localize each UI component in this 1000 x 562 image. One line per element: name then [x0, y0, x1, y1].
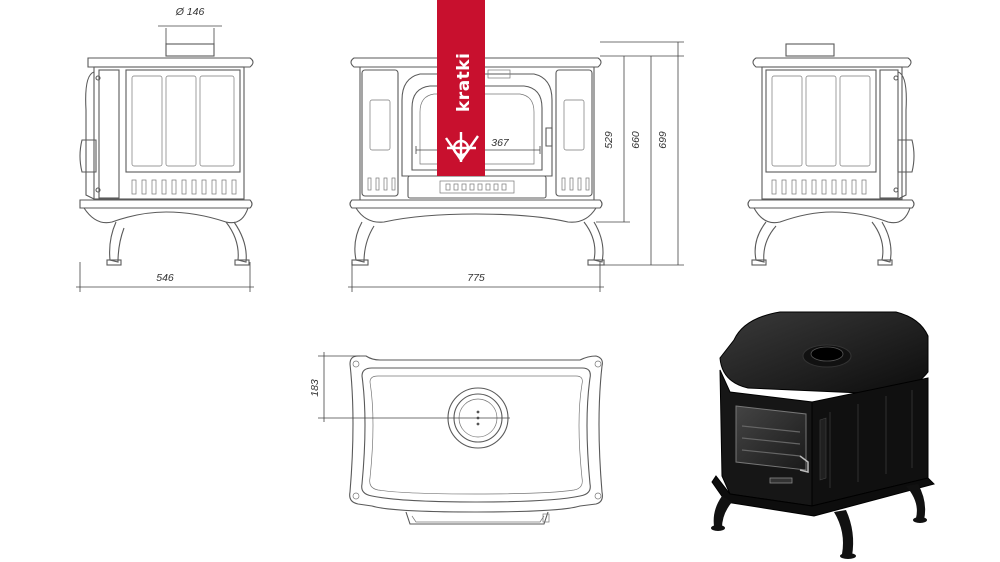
side-view-left: Ø 146 546: [76, 6, 254, 292]
dim-front-width: 775: [467, 272, 485, 284]
dim-height-2: 660: [630, 131, 642, 149]
top-view: 183: [309, 352, 603, 525]
dim-top-offset: 183: [309, 379, 321, 397]
dim-flue-diameter: Ø 146: [175, 6, 205, 18]
dim-glass-width: 367: [491, 137, 510, 149]
brand-mark-icon: [445, 132, 479, 163]
dim-side-depth: 546: [156, 272, 174, 284]
brand-name: kratki: [454, 53, 474, 112]
side-view-right: [747, 43, 915, 266]
kratki-logo: kratki: [437, 0, 485, 176]
dim-height-3: 699: [657, 131, 669, 149]
front-view: 367 775 529 660 699: [348, 41, 684, 292]
stove-3d-render: [711, 311, 935, 559]
dim-height-1: 529: [603, 131, 615, 149]
